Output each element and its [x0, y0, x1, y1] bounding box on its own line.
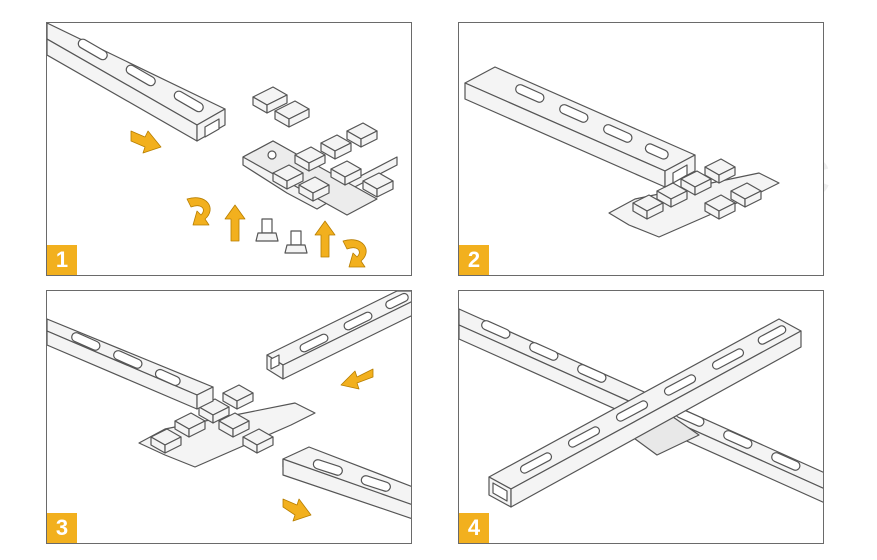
step-panel-2: 2	[458, 22, 824, 276]
plate-nuts	[272, 122, 394, 202]
rotate-arrow-left	[186, 197, 211, 226]
step-badge-4: 4	[459, 513, 489, 543]
plate-nuts	[150, 384, 274, 454]
up-arrow-left	[224, 204, 246, 242]
step-2-illustration	[464, 66, 780, 238]
step-badge-1: 1	[47, 245, 77, 275]
step-panel-3: 3	[46, 290, 412, 544]
channel-rail-upper-right	[266, 291, 411, 380]
channel-rail	[47, 23, 226, 142]
step-1-illustration	[47, 23, 398, 268]
channel-rail-lower-right	[282, 446, 411, 519]
step-badge-3: 3	[47, 513, 77, 543]
plate-nuts	[632, 158, 762, 220]
bolts	[255, 218, 308, 254]
step-4-illustration	[459, 308, 823, 508]
slide-arrow-upper	[340, 368, 374, 390]
channel-rail-left	[47, 318, 214, 410]
step-panel-1: 1	[46, 22, 412, 276]
channel-rail-diagonal	[488, 318, 802, 508]
channel-rail	[464, 66, 696, 188]
rotate-arrow-right	[342, 239, 367, 268]
slide-arrow-lower	[282, 498, 312, 522]
step-panel-4: 4	[458, 290, 824, 544]
step-3-illustration	[47, 291, 411, 522]
step-badge-2: 2	[459, 245, 489, 275]
slide-arrow	[130, 130, 162, 154]
up-arrow-right	[314, 220, 336, 258]
loose-nuts	[252, 86, 310, 128]
